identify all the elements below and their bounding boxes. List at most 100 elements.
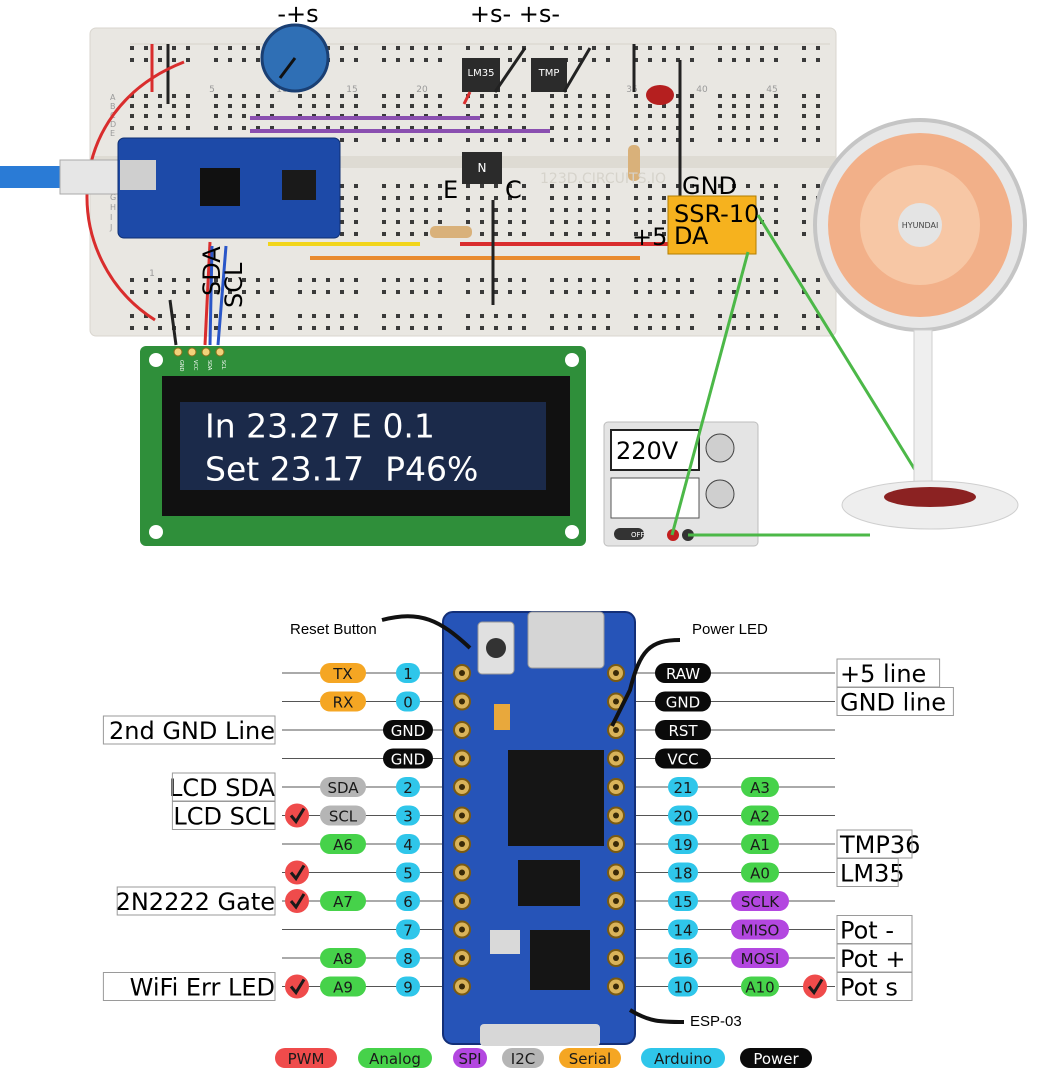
breadboard-hole <box>718 58 722 62</box>
breadboard-hole <box>466 208 470 212</box>
left-pin-row: 0RX <box>282 691 460 712</box>
breadboard-hole <box>158 314 162 318</box>
breadboard-hole <box>466 104 470 108</box>
breadboard-hole <box>298 278 302 282</box>
breadboard-hole <box>592 126 596 130</box>
breadboard-hole <box>130 58 134 62</box>
breadboard-hole <box>340 326 344 330</box>
check-mark <box>289 893 306 910</box>
breadboard-row-letter: A <box>110 93 116 102</box>
legend-pwm-text: PWM <box>288 1050 325 1068</box>
power-pin-badge-text: GND <box>666 694 700 712</box>
breadboard-hole <box>256 104 260 108</box>
breadboard-hole <box>270 314 274 318</box>
breadboard-hole <box>480 196 484 200</box>
breadboard-hole <box>214 278 218 282</box>
esp8266-chip <box>530 930 590 990</box>
breadboard-hole <box>438 94 442 98</box>
breadboard-hole <box>382 184 386 188</box>
breadboard-hole <box>732 184 736 188</box>
breadboard-hole <box>396 126 400 130</box>
arduino-pin-badge <box>396 976 420 997</box>
breadboard-hole <box>578 208 582 212</box>
breadboard-hole <box>130 94 134 98</box>
breadboard-hole <box>522 232 526 236</box>
breadboard-hole <box>270 94 274 98</box>
breadboard-hole <box>522 326 526 330</box>
pwm-check-icon <box>285 860 309 885</box>
breadboard-row-letter: D <box>110 120 116 129</box>
breadboard-hole <box>424 208 428 212</box>
breadboard-hole <box>718 114 722 118</box>
breadboard-hole <box>158 290 162 294</box>
breadboard-hole <box>494 278 498 282</box>
breadboard-hole <box>662 196 666 200</box>
breadboard-hole <box>578 290 582 294</box>
breadboard-hole <box>522 104 526 108</box>
breadboard-hole <box>816 114 820 118</box>
breadboard-hole <box>242 290 246 294</box>
breadboard-hole <box>634 46 638 50</box>
breadboard-hole <box>690 314 694 318</box>
breadboard-hole <box>760 46 764 50</box>
ssr-line2: DA <box>674 222 709 250</box>
lcd-pin-label: SDA <box>206 360 212 371</box>
breadboard-hole <box>774 220 778 224</box>
red-led <box>646 85 674 105</box>
breadboard-hole <box>718 138 722 142</box>
usb-cable <box>0 166 62 188</box>
arduino-pin-badge <box>668 777 698 797</box>
breadboard-hole <box>480 114 484 118</box>
breadboard-hole <box>508 232 512 236</box>
pin-annotation: Pot + <box>840 945 905 973</box>
breadboard-hole <box>718 184 722 188</box>
pin-annotation: 2nd GND Line <box>109 717 275 745</box>
check-mark <box>289 978 306 996</box>
power-pin-badge <box>383 748 433 769</box>
lcd-line-2: Set 23.17 P46% <box>205 450 478 489</box>
arduino-pin-badge <box>668 976 698 997</box>
breadboard-hole <box>158 46 162 50</box>
breadboard-hole <box>550 196 554 200</box>
breadboard-hole <box>438 314 442 318</box>
analog-pin-badge-text: A3 <box>750 779 770 797</box>
breadboard-hole <box>228 46 232 50</box>
breadboard-hole <box>550 278 554 282</box>
serial-pin-badge-text: RX <box>333 694 354 712</box>
breadboard-hole <box>410 196 414 200</box>
breadboard-hole <box>396 314 400 318</box>
legend-serial <box>559 1048 621 1068</box>
breadboard-row-letter: B <box>110 102 116 111</box>
breadboard-hole <box>802 326 806 330</box>
breadboard-hole <box>522 126 526 130</box>
breadboard-hole <box>564 94 568 98</box>
left-pin-row: 1TX <box>282 663 460 683</box>
breadboard-hole <box>158 58 162 62</box>
breadboard-hole <box>144 278 148 282</box>
power-pin-badge <box>655 720 711 740</box>
reset-button-cap <box>486 638 506 658</box>
breadboard-hole <box>676 126 680 130</box>
breadboard-hole <box>508 138 512 142</box>
breadboard-hole <box>648 138 652 142</box>
breadboard-hole <box>606 184 610 188</box>
esp-pointer-line <box>628 1008 685 1024</box>
breadboard-hole <box>396 58 400 62</box>
breadboard-hole <box>256 326 260 330</box>
breadboard-hole <box>732 58 736 62</box>
breadboard-hole <box>144 326 148 330</box>
breadboard-hole <box>522 314 526 318</box>
breadboard-hole <box>816 138 820 142</box>
breadboard-hole <box>746 104 750 108</box>
breadboard-hole <box>508 314 512 318</box>
breadboard-hole <box>494 46 498 50</box>
breadboard-hole <box>340 232 344 236</box>
gnd-wire-lcd <box>168 299 178 346</box>
breadboard-hole <box>396 278 400 282</box>
breadboard-hole <box>130 104 134 108</box>
breadboard-hole <box>648 46 652 50</box>
breadboard-hole <box>130 278 134 282</box>
breadboard-hole <box>340 278 344 282</box>
breadboard-hole <box>410 220 414 224</box>
breadboard-column-number: 15 <box>346 85 357 95</box>
